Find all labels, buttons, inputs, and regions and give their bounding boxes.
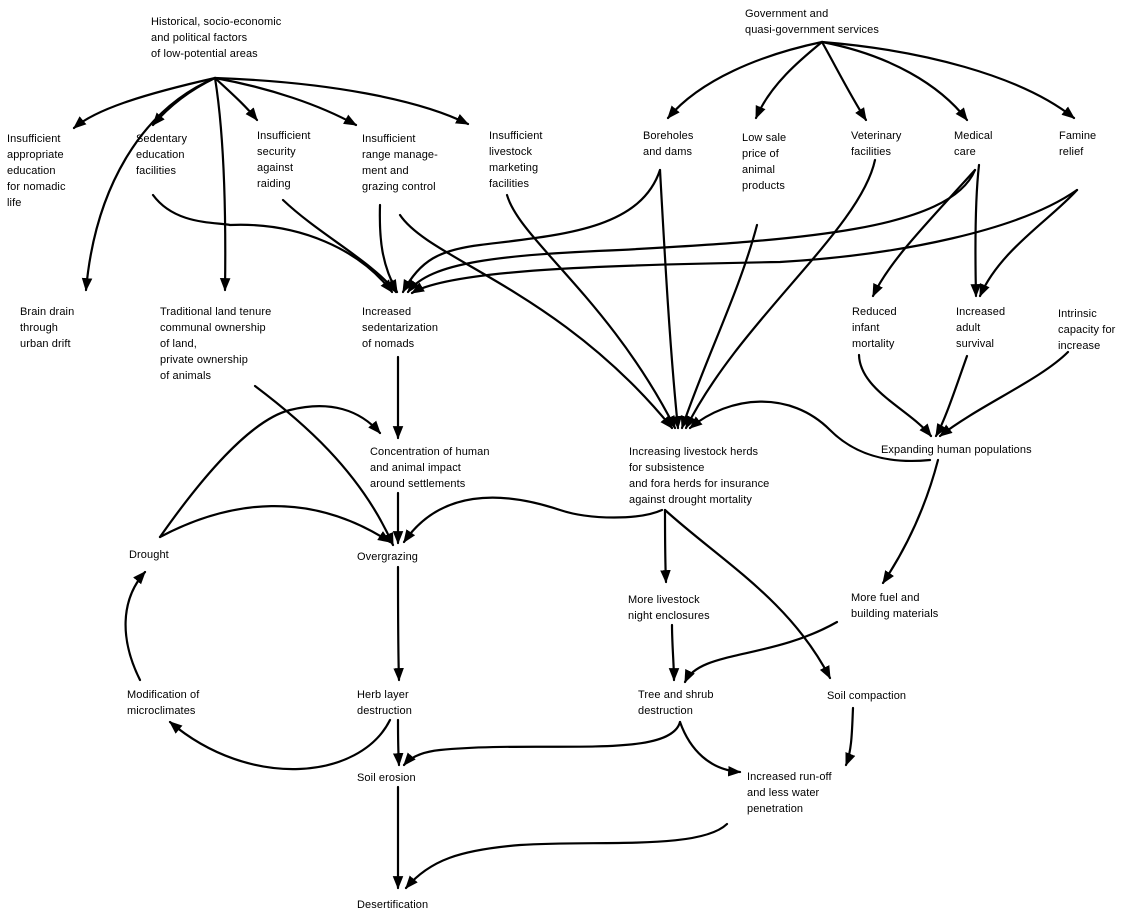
node-insufficient-range: Insufficient range manage- ment and graz…	[362, 133, 438, 193]
arrow-historical-to-insuff-security	[213, 76, 259, 122]
arrow-boreholes-to-sedentarization	[401, 168, 662, 294]
node-overgrazing: Overgrazing	[357, 551, 419, 563]
arrow-government-to-veterinary	[820, 40, 868, 122]
node-fuel-materials: More fuel and building materials	[851, 592, 939, 620]
node-livestock-herds: Increasing livestock herds for subsisten…	[629, 446, 770, 506]
arrow-famine-to-adult-survival	[978, 188, 1079, 298]
arrow-intrinsic-to-human-populations	[938, 350, 1070, 438]
arrow-historical-to-insuff-marketing	[213, 76, 470, 126]
node-soil-compaction: Soil compaction	[827, 690, 907, 702]
arrow-tree-shrub-to-soil-erosion	[402, 720, 682, 767]
node-sedentarization: Increased sedentarization of nomads	[362, 306, 439, 350]
arrow-government-to-famine	[820, 40, 1076, 120]
arrow-livestock-herds-to-night-enclosures	[660, 508, 671, 584]
arrow-historical-to-insuff-range	[213, 76, 358, 127]
node-runoff: Increased run-off and less water penetra…	[747, 771, 832, 815]
arrow-medical-to-reduced-infant	[871, 168, 977, 298]
arrow-overgrazing-to-herb-layer	[393, 565, 404, 682]
arrow-government-to-medical	[820, 40, 969, 122]
node-government: Government and quasi-government services	[745, 8, 879, 36]
arrow-tree-shrub-to-runoff	[678, 720, 742, 777]
arrow-land-tenure-to-overgrazing	[253, 384, 395, 547]
node-microclimates: Modification of microclimates	[127, 689, 200, 717]
arrow-medical-to-adult-survival	[970, 163, 982, 298]
arrow-reduced-infant-to-human-populations	[857, 353, 933, 438]
node-low-sale-price: Low sale price of animal products	[742, 132, 787, 192]
node-insufficient-education: Insufficient appropriate education for n…	[7, 133, 66, 209]
arrow-historical-to-insuff-education	[72, 76, 217, 130]
node-drought: Drought	[129, 549, 169, 561]
arrow-drought-to-overgrazing	[158, 505, 392, 544]
arrow-insuff-marketing-to-livestock-herds	[505, 193, 677, 430]
node-concentration: Concentration of human and animal impact…	[370, 446, 490, 490]
arrow-microclimates-to-drought	[124, 570, 147, 682]
node-brain-drain: Brain drain through urban drift	[20, 306, 75, 350]
node-desertification: Desertification	[357, 899, 429, 911]
node-veterinary: Veterinary facilities	[851, 130, 902, 158]
arrow-human-populations-to-fuel-materials	[881, 458, 940, 585]
arrow-low-sale-price-to-livestock-herds	[680, 223, 759, 430]
node-historical: Historical, socio-economic and political…	[151, 16, 282, 60]
node-famine-relief: Famine relief	[1059, 130, 1097, 158]
node-soil-erosion: Soil erosion	[357, 772, 416, 784]
node-insufficient-marketing: Insufficient livestock marketing facilit…	[489, 130, 543, 190]
arrow-medical-to-sedentarization	[406, 168, 977, 294]
arrow-government-to-low-sale-price	[754, 40, 824, 120]
arrow-soil-compaction-to-runoff	[844, 706, 856, 767]
node-sedentary-education: Sedentary education facilities	[136, 133, 188, 177]
arrow-fuel-materials-to-tree-shrub	[683, 620, 839, 684]
arrow-insuff-range-to-livestock-herds	[398, 213, 674, 430]
arrow-insuff-range-to-sedentarization	[378, 203, 399, 294]
node-herb-layer: Herb layer destruction	[357, 689, 412, 717]
arrow-human-populations-to-livestock-herds	[688, 400, 932, 462]
arrow-famine-to-sedentarization	[410, 188, 1079, 295]
node-intrinsic-capacity: Intrinsic capacity for increase	[1058, 308, 1116, 352]
arrow-adult-survival-to-human-populations	[934, 354, 969, 438]
arrow-government-to-boreholes	[666, 40, 824, 120]
arrow-livestock-herds-to-overgrazing	[402, 496, 664, 544]
arrow-insuff-security-to-sedentarization	[281, 198, 398, 294]
arrow-historical-to-land-tenure	[213, 76, 231, 292]
arrow-veterinary-to-livestock-herds	[684, 158, 877, 430]
node-boreholes: Boreholes and dams	[643, 130, 694, 158]
arrow-night-enclosures-to-tree-shrub	[668, 623, 680, 682]
node-reduced-infant-mortality: Reduced infant mortality	[852, 306, 897, 350]
arrow-livestock-herds-to-soil-compaction	[663, 508, 832, 680]
arrow-historical-to-brain-drain	[81, 76, 217, 292]
arrow-herb-layer-to-soil-erosion	[392, 718, 404, 767]
node-human-populations: Expanding human populations	[881, 444, 1032, 456]
node-insufficient-security: Insufficient security against raiding	[257, 130, 311, 190]
arrow-sedentary-education-to-sedentarization	[151, 193, 394, 294]
node-tree-shrub: Tree and shrub destruction	[638, 689, 714, 717]
node-land-tenure: Traditional land tenure communal ownersh…	[160, 306, 272, 382]
node-medical-care: Medical care	[954, 130, 993, 158]
arrow-runoff-to-desertification	[404, 822, 729, 890]
arrow-boreholes-to-livestock-herds	[658, 168, 683, 430]
node-night-enclosures: More livestock night enclosures	[628, 594, 710, 622]
node-adult-survival: Increased adult survival	[956, 306, 1006, 350]
arrow-herb-layer-to-microclimates	[168, 718, 392, 771]
